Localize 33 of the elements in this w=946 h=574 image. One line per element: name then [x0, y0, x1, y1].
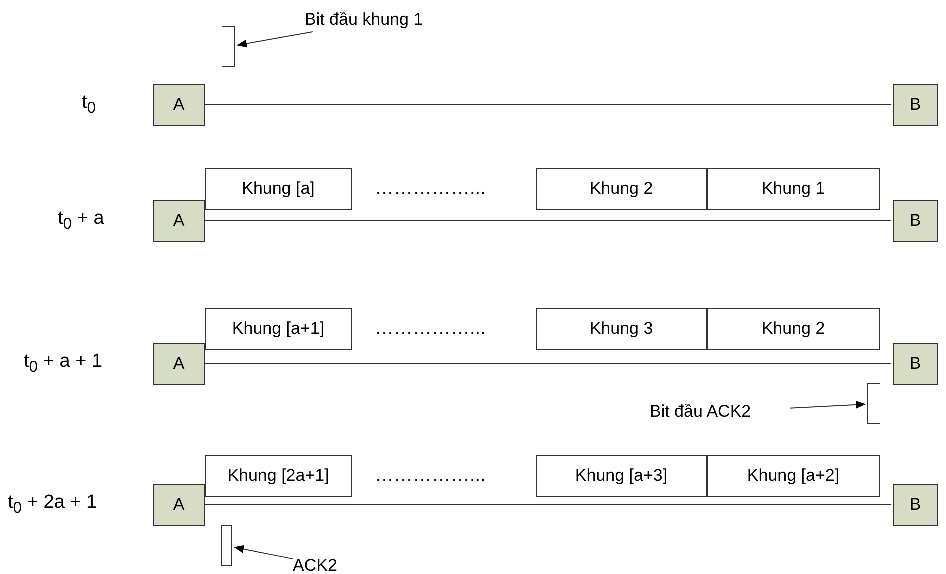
station-box: B [893, 484, 938, 526]
time-label: t$_{0}$ + a + 1 [24, 351, 103, 377]
station-box: A [153, 84, 205, 126]
transmission-line [204, 220, 892, 222]
frame-block: Khung [a+3] [536, 455, 707, 497]
time-label: t$_{0}$ [82, 92, 96, 118]
ellipsis-text: ……………... [375, 178, 486, 200]
frame-block: Khung [2a+1] [205, 455, 352, 497]
station-box: B [893, 343, 938, 385]
leader-arrow [234, 545, 294, 560]
ellipsis-text: ……………... [375, 318, 486, 340]
leader-arrow [237, 32, 314, 48]
frame-block: Khung 3 [536, 308, 707, 350]
time-label: t$_{0}$ + 2a + 1 [8, 492, 98, 518]
station-box: A [153, 343, 205, 385]
ellipsis-text: ……………... [375, 465, 486, 487]
transmission-line [204, 104, 892, 106]
leader-arrow [790, 400, 866, 409]
station-box: A [153, 200, 205, 242]
callout-text: Bit đầu ACK2 [650, 400, 790, 424]
frame-block: Khung 1 [707, 168, 880, 210]
frame-block: Khung [a+2] [707, 455, 880, 497]
transmission-line [204, 504, 892, 506]
callout-text: ACK2 [293, 554, 363, 574]
time-label: t$_{0}$ + a [58, 208, 104, 234]
frame-block: Khung 2 [707, 308, 880, 350]
station-box: B [893, 200, 938, 242]
station-box: B [893, 84, 938, 126]
callout-text: Bit đầu khung 1 [305, 8, 455, 32]
station-box: A [153, 484, 205, 526]
frame-block: Khung [a] [205, 168, 352, 210]
frame-block: Khung [a+1] [205, 308, 352, 350]
frame-block: Khung 2 [536, 168, 707, 210]
